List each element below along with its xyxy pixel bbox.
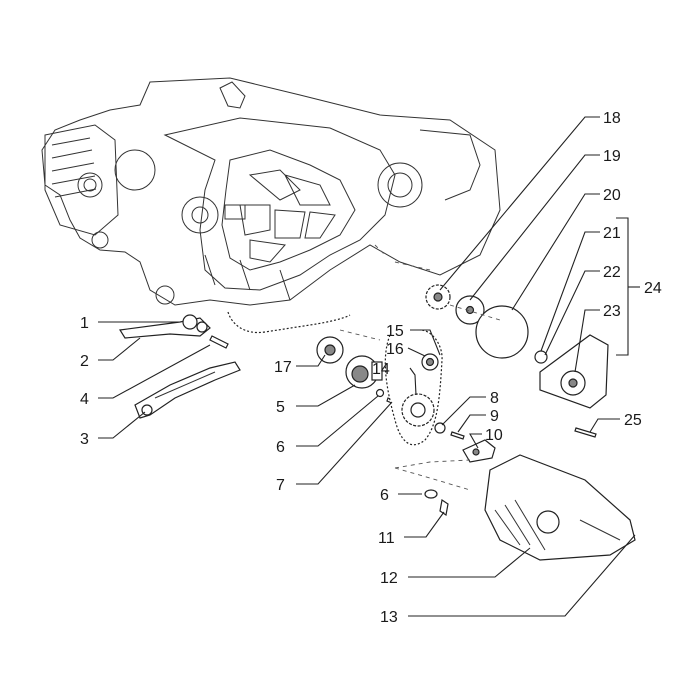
callout-17: 17	[274, 359, 292, 376]
callout-8: 8	[490, 390, 499, 407]
dash-lines-assembly	[339, 304, 501, 491]
engine-crankcase	[41, 77, 501, 306]
leader-lines	[98, 116, 640, 617]
callout-18: 18	[603, 110, 621, 127]
drive-chain-main	[227, 311, 351, 334]
screw-25	[574, 427, 597, 438]
washer-8	[434, 422, 446, 434]
oil-sump-cover-12	[484, 454, 636, 561]
sprocket-14	[401, 393, 435, 427]
callout-4: 4	[80, 391, 89, 408]
callout-6b: 6	[380, 487, 389, 504]
oil-seal-22	[534, 350, 548, 364]
sprocket-17	[316, 336, 344, 364]
chain-tensioner-slider	[118, 314, 211, 339]
callout-11: 11	[378, 530, 395, 547]
callout-3: 3	[80, 431, 89, 448]
callout-5: 5	[276, 399, 285, 416]
oil-pump-5	[345, 355, 383, 389]
callout-1: 1	[80, 315, 89, 332]
callout-19: 19	[603, 148, 621, 165]
callout-2: 2	[80, 353, 89, 370]
callout-7: 7	[276, 477, 285, 494]
callout-6a: 6	[276, 439, 285, 456]
screw-part-4	[209, 335, 229, 349]
callout-15: 15	[386, 323, 404, 340]
callout-10: 10	[485, 427, 503, 444]
washer-6-upper	[375, 388, 385, 398]
callout-23: 23	[603, 303, 621, 320]
callout-16: 16	[386, 341, 404, 358]
callout-25: 25	[624, 412, 642, 429]
chain-guide	[134, 361, 241, 419]
callout-9: 9	[490, 408, 499, 425]
callout-24: 24	[644, 280, 662, 297]
screw-9	[450, 431, 465, 440]
callout-labels: 1 2 3 4 5 6 6 7 8 9 10 11 12 13 14 15 16…	[80, 110, 662, 626]
callout-20: 20	[603, 187, 621, 204]
cover-23	[539, 334, 609, 409]
screw-11	[439, 498, 449, 517]
o-ring-20	[475, 305, 529, 359]
callout-21: 21	[603, 225, 621, 242]
callout-13: 13	[380, 609, 398, 626]
callout-14: 14	[372, 361, 390, 378]
washer-6-lower	[424, 489, 438, 499]
disc-19	[455, 295, 485, 325]
gear-18	[425, 284, 451, 310]
callout-12: 12	[380, 570, 398, 587]
callout-22: 22	[603, 264, 621, 281]
bushing-16	[421, 353, 439, 371]
